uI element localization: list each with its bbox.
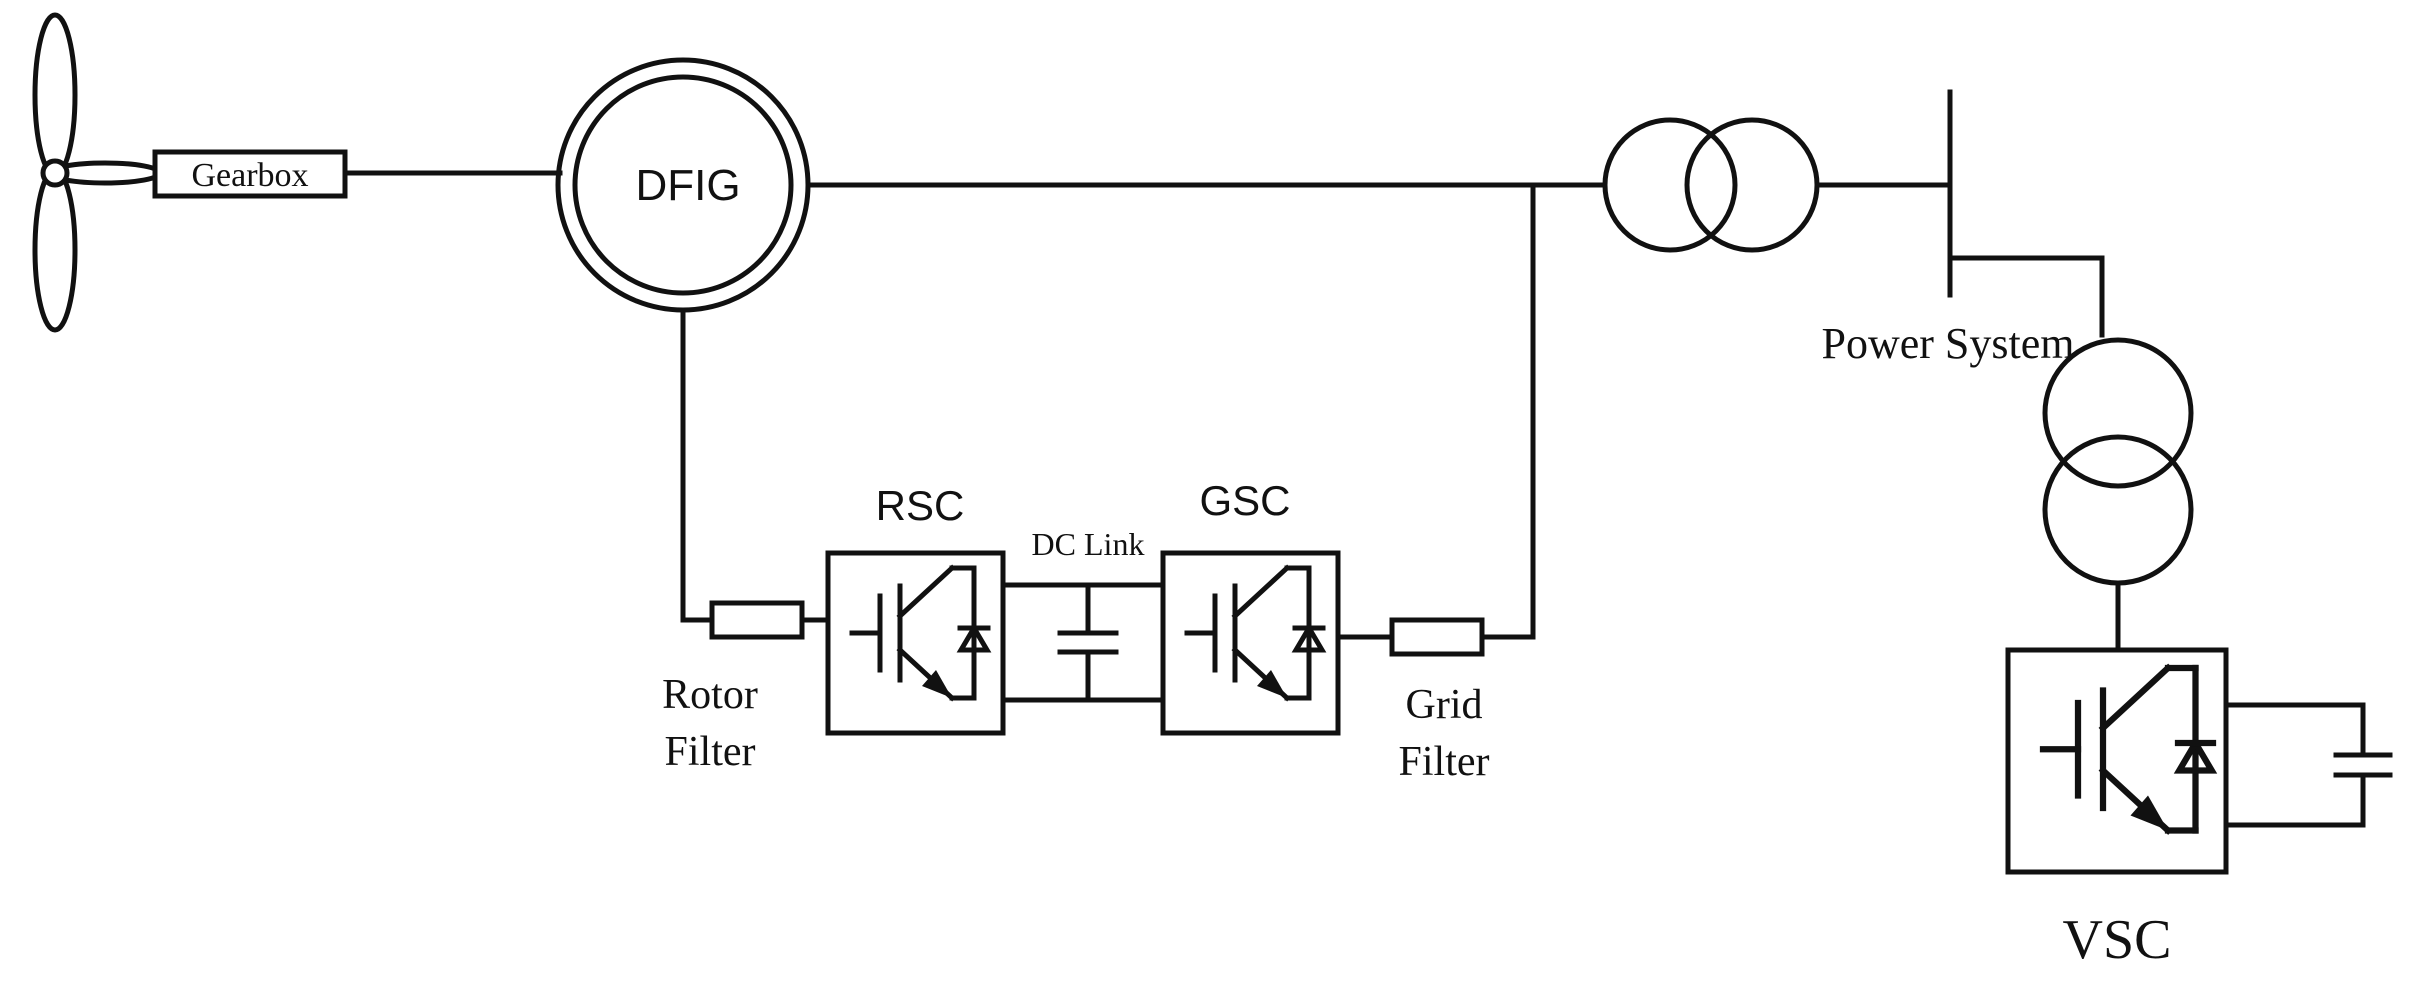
turbine-rotor-icon bbox=[32, 12, 163, 333]
gearbox-block: Gearbox bbox=[152, 149, 348, 199]
vsc-label: VSC bbox=[2063, 909, 2172, 971]
grid-filter: Grid Filter bbox=[1389, 617, 1490, 785]
power-system-bus: Power System bbox=[1822, 89, 2105, 368]
gearbox-label: Gearbox bbox=[191, 157, 308, 194]
gsc-converter: GSC bbox=[1160, 477, 1341, 736]
rotor-line bbox=[680, 307, 715, 623]
rotor-filter-label-line1: Rotor bbox=[662, 672, 758, 718]
vsc-transformer-icon bbox=[2042, 337, 2194, 586]
rsc-converter: RSC bbox=[825, 482, 1006, 736]
rotor-filter: Rotor Filter bbox=[662, 600, 805, 775]
grid-filter-label-line2: Filter bbox=[1399, 739, 1490, 785]
dc-link: DC Link bbox=[1000, 526, 1166, 703]
power-system-label: Power System bbox=[1822, 319, 2075, 368]
vsc-dc-capacitor bbox=[2223, 702, 2393, 828]
rsc-label: RSC bbox=[876, 482, 965, 529]
vsc-converter: VSC bbox=[2005, 647, 2229, 971]
grid-filter-line bbox=[1479, 182, 1536, 640]
grid-filter-label-line1: Grid bbox=[1406, 682, 1483, 728]
rotor-filter-label-line2: Filter bbox=[665, 729, 756, 775]
dfig-generator: DFIG bbox=[555, 57, 811, 313]
main-transformer-icon bbox=[1602, 117, 1820, 253]
gsc-label: GSC bbox=[1199, 477, 1290, 524]
dfig-label: DFIG bbox=[635, 161, 740, 210]
dc-link-label: DC Link bbox=[1032, 526, 1145, 562]
